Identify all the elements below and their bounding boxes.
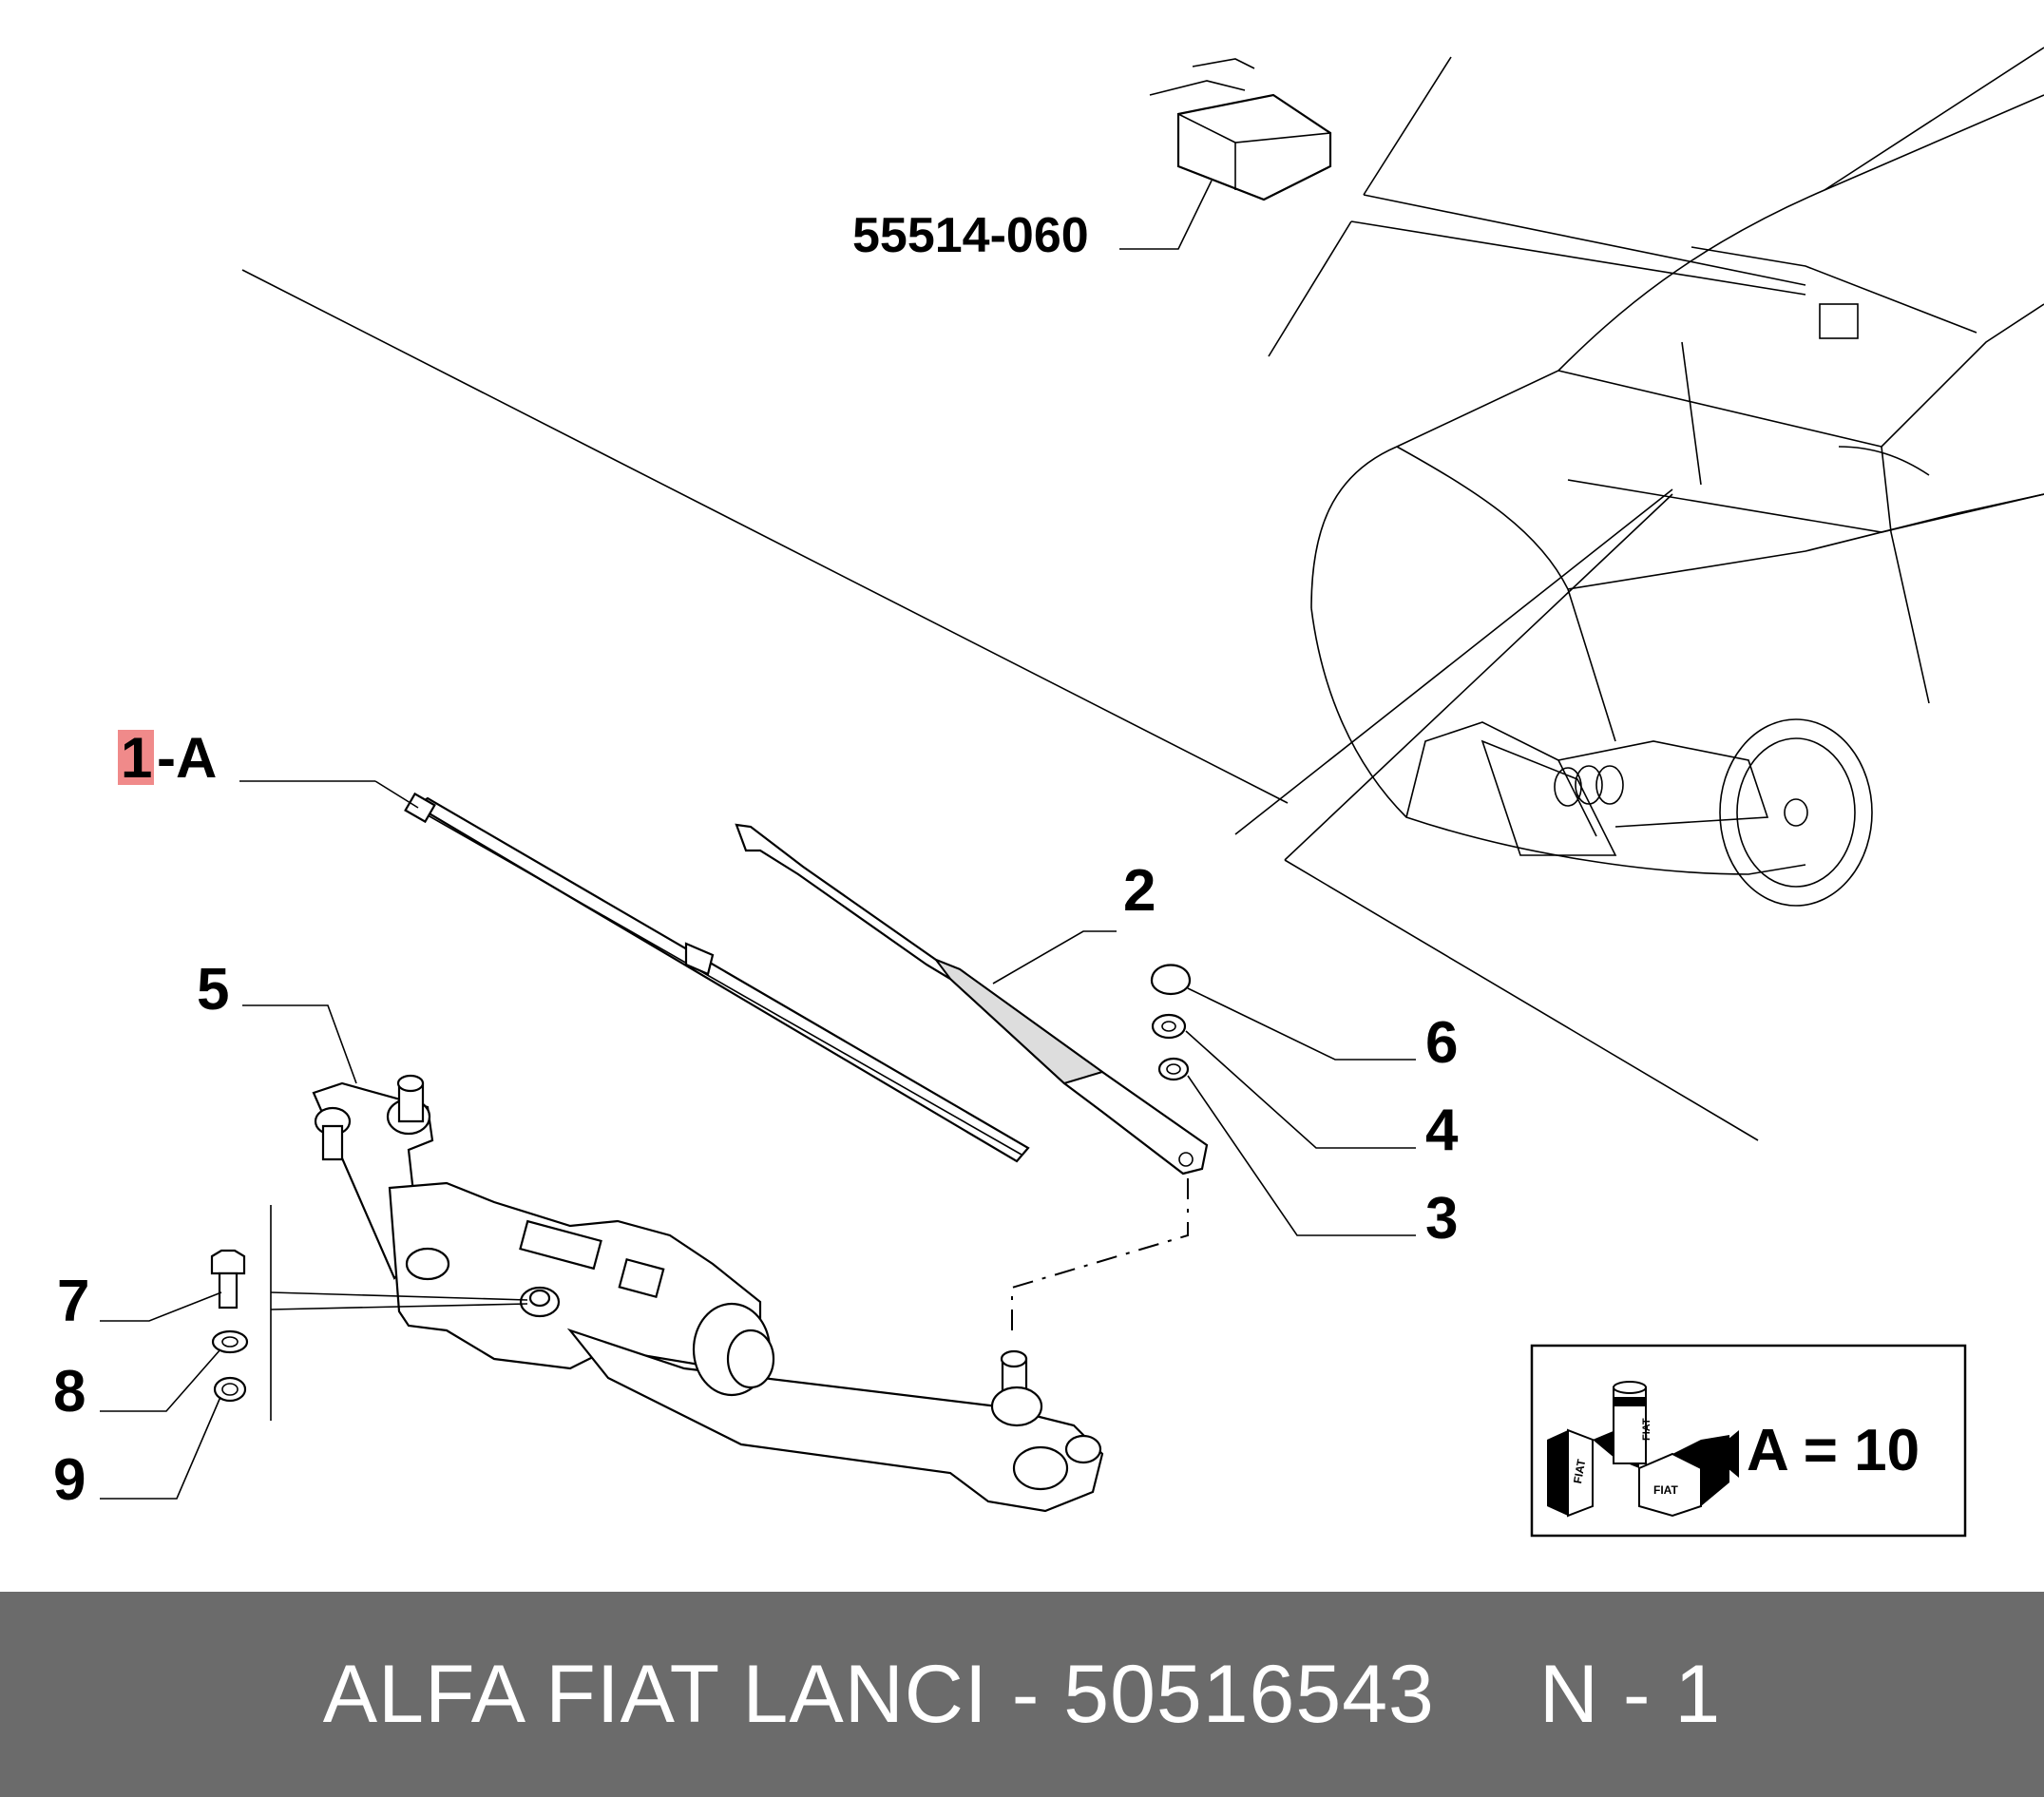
callout-sensor: 55514-060 [852, 208, 1089, 263]
callout-2: 2 [1123, 858, 1156, 924]
icon-label-1: FIAT [1571, 1458, 1588, 1484]
callout-5: 5 [197, 957, 229, 1023]
callout-9: 9 [53, 1447, 86, 1513]
footer-title: ALFA FIAT LANCI - 50516543 [322, 1648, 1435, 1740]
small-parts [1150, 964, 1416, 1236]
callout-4: 4 [1425, 1098, 1459, 1163]
highlight-box [118, 730, 154, 785]
dashed-link [1011, 1178, 1189, 1340]
callout-3: 3 [1425, 1186, 1458, 1252]
callout-6: 6 [1425, 1010, 1458, 1076]
wiper-arm [735, 823, 1209, 1176]
icon-label-2: FIAT [1641, 1418, 1652, 1441]
car-illustration [1310, 47, 2044, 907]
fasteners [100, 1205, 528, 1500]
callout-labels: 1 -A 2 5 6 4 3 7 8 9 55514-060 [53, 208, 1459, 1513]
footer-bar: ALFA FIAT LANCI - 50516543 N - 1 [0, 1592, 2044, 1797]
package-icon: FIAT FIAT FIAT [1547, 1381, 1739, 1518]
quantity-legend: FIAT FIAT FIAT A = 10 [1530, 1344, 1967, 1538]
footer-suffix: N - 1 [1538, 1648, 1722, 1740]
wiper-blade [239, 780, 1030, 1163]
guide-lines [241, 56, 1806, 1141]
callout-8: 8 [53, 1359, 86, 1424]
rain-sensor [1119, 58, 1332, 250]
legend-text: A = 10 [1747, 1418, 1920, 1483]
parts-diagram: 1 -A 2 5 6 4 3 7 8 9 55514-060 FIAT FIAT… [53, 47, 2044, 1538]
wiper-linkage [242, 1004, 1104, 1513]
callout-1: 1 [121, 726, 152, 790]
icon-label-3: FIAT [1653, 1483, 1678, 1497]
callout-1-suffix: -A [157, 726, 217, 790]
callout-7: 7 [57, 1269, 89, 1334]
